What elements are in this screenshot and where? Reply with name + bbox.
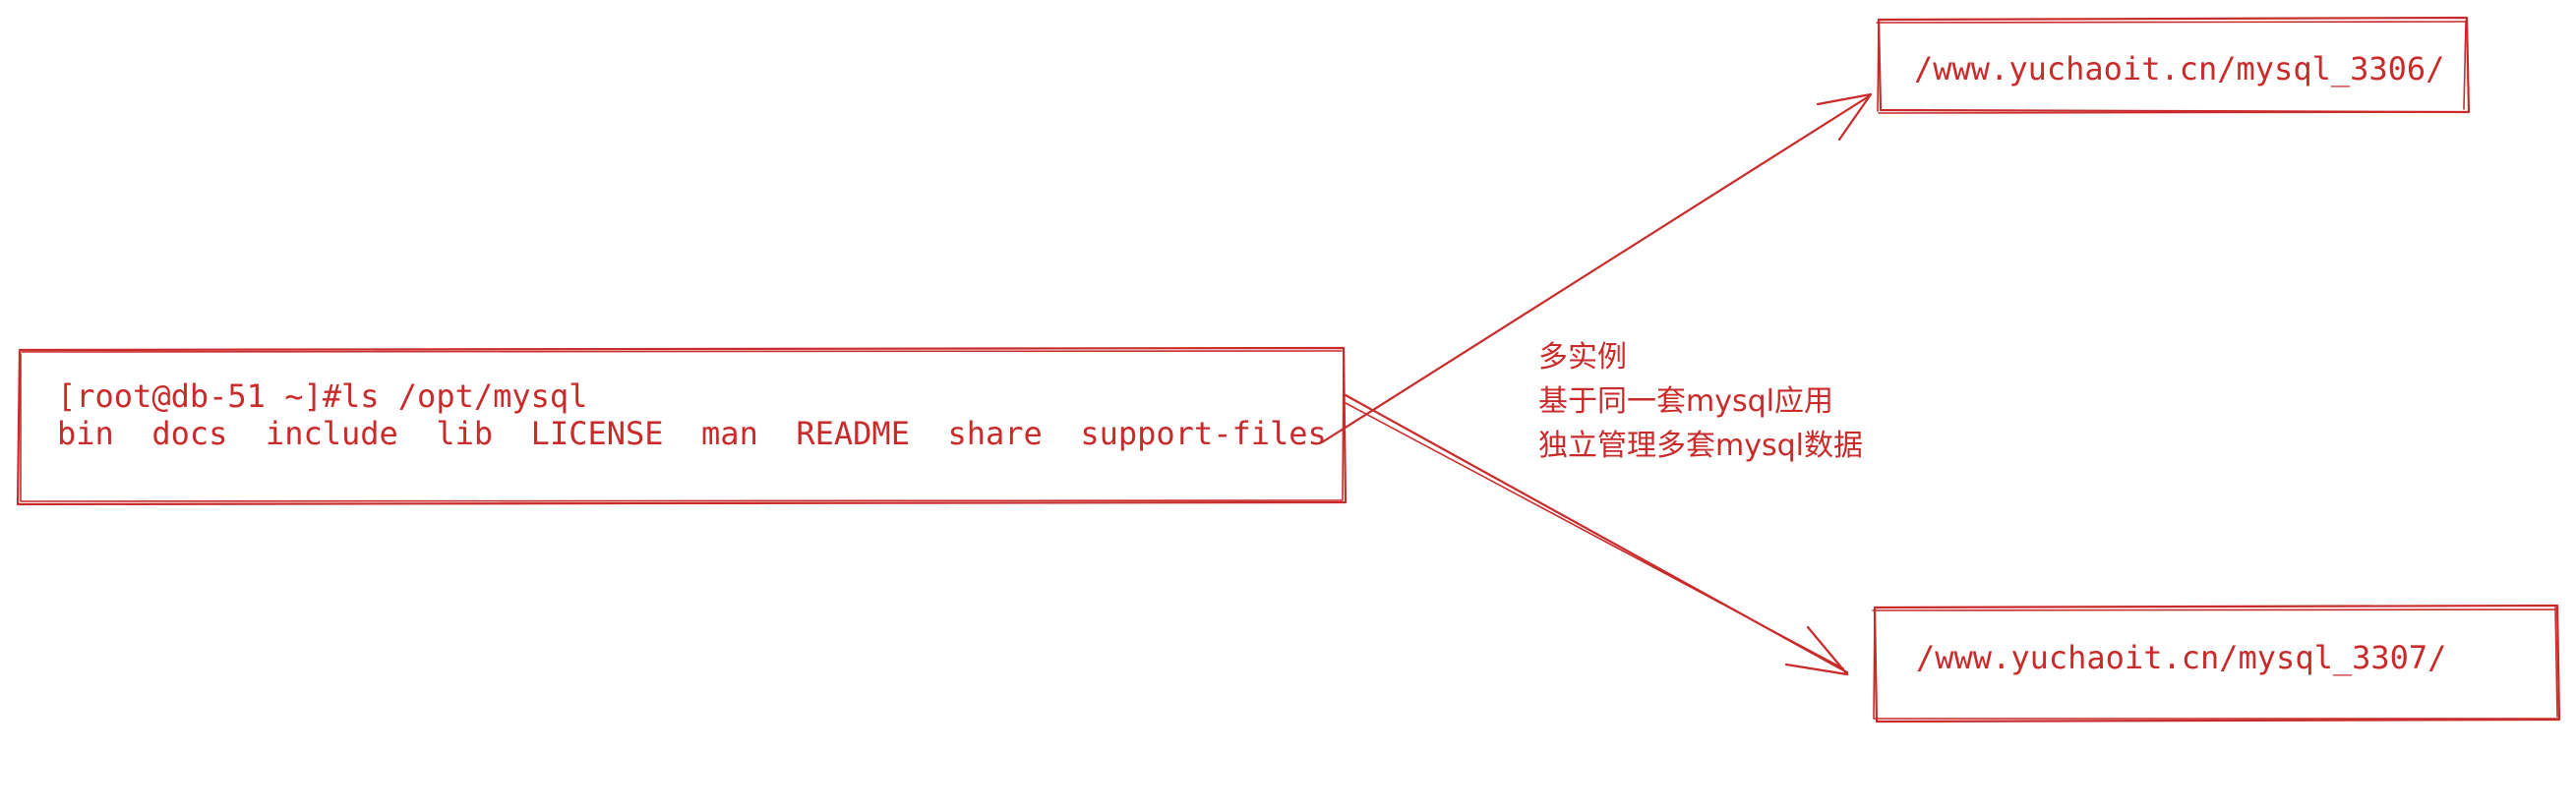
arrow-shaft (1320, 94, 1871, 444)
target-path-3307: /www.yuchaoit.cn/mysql_3307/ (1916, 639, 2446, 676)
terminal-box-border-overstroke (20, 350, 1345, 502)
annotation-line-1: 多实例 (1538, 340, 1627, 375)
annotation-line-2: 基于同一套mysql应用 (1538, 384, 1833, 419)
arrow-head (1784, 625, 1849, 676)
target-box-border (1873, 604, 2561, 723)
target-box-border-overstroke (1876, 20, 2467, 114)
target-box-mysql-3306: /www.yuchaoit.cn/mysql_3306/ (1876, 16, 2471, 114)
terminal-box-border (16, 346, 1348, 506)
arrow-to-mysql-3307 (1344, 393, 1849, 676)
annotation: 多实例 基于同一套mysql应用 独立管理多套mysql数据 (1538, 340, 1863, 463)
target-box-border (1877, 16, 2471, 114)
arrow-shaft-second (1345, 402, 1844, 669)
terminal-prompt-line: [root@db-51 ~]#ls /opt/mysql (57, 377, 587, 415)
annotation-line-3: 独立管理多套mysql数据 (1538, 429, 1863, 463)
terminal-box: [root@db-51 ~]#ls /opt/mysql bin docs in… (16, 346, 1348, 506)
target-box-border-overstroke (1872, 607, 2559, 720)
target-box-mysql-3307: /www.yuchaoit.cn/mysql_3307/ (1872, 604, 2561, 723)
target-path-3306: /www.yuchaoit.cn/mysql_3306/ (1914, 50, 2444, 87)
arrow-head (1816, 92, 1873, 142)
arrow-to-mysql-3306 (1320, 92, 1873, 444)
terminal-listing-line: bin docs include lib LICENSE man README … (57, 415, 1327, 452)
